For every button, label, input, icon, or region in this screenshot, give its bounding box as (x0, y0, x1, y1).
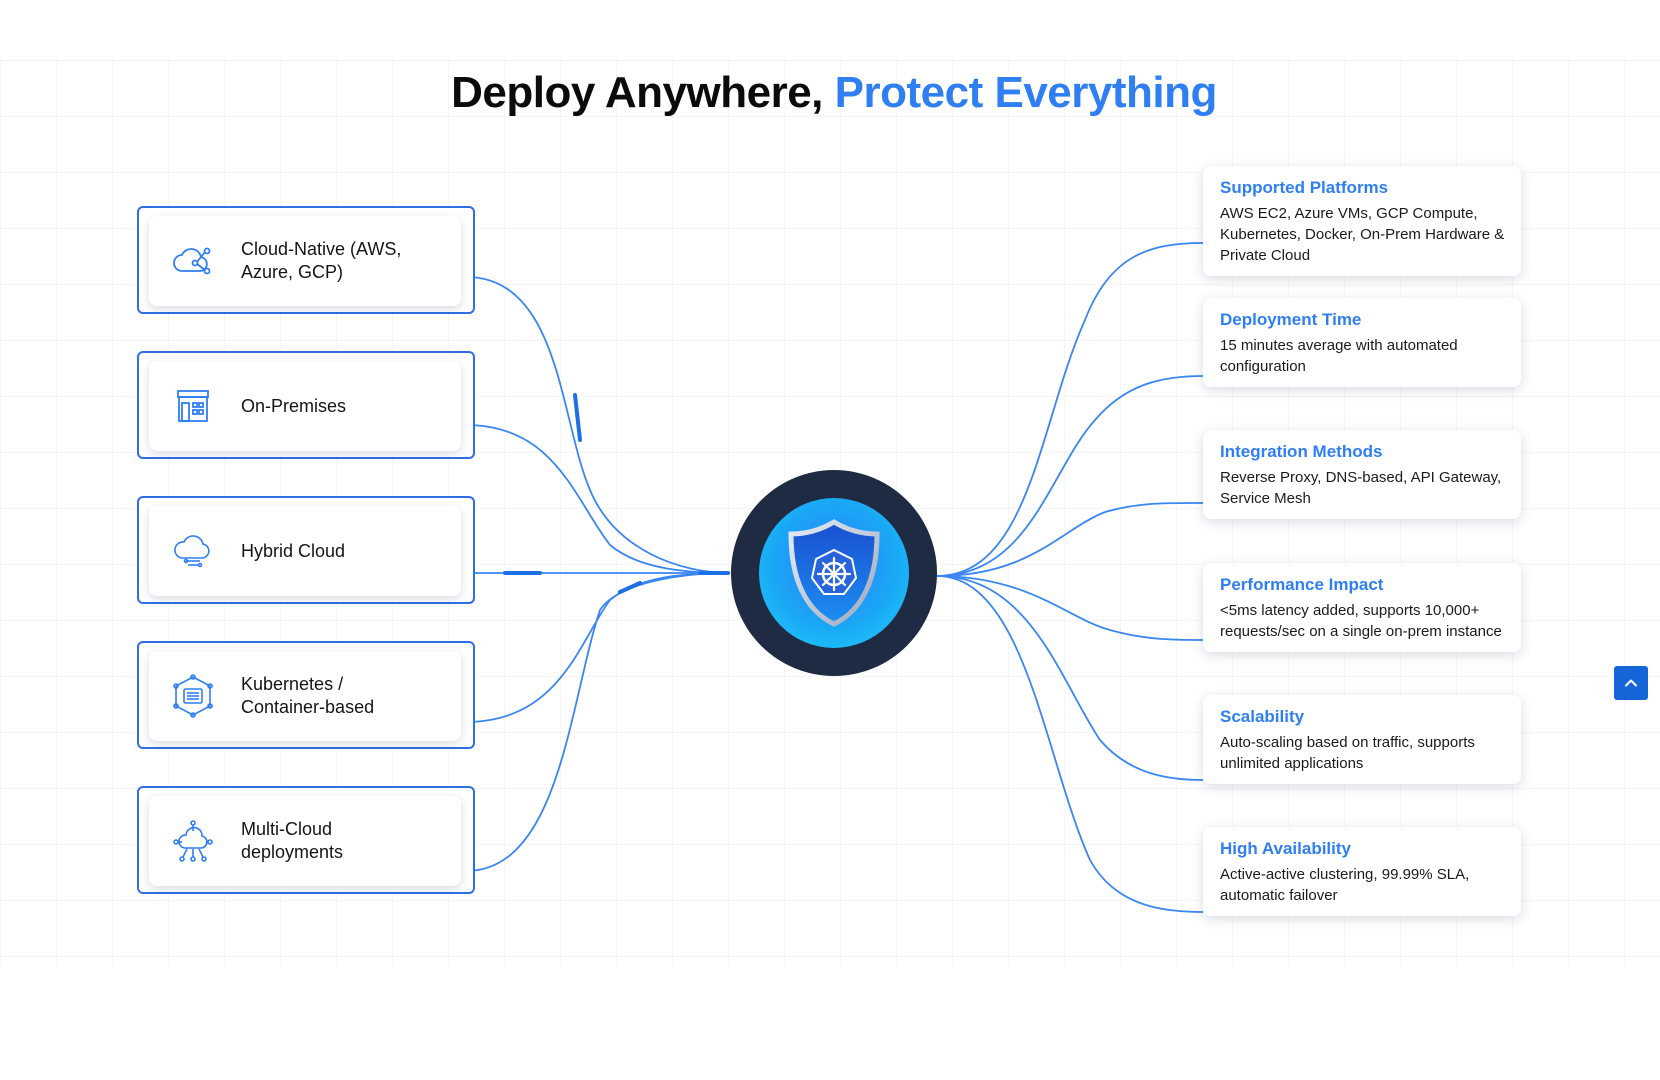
deployment-card-hybrid-cloud: Hybrid Cloud (137, 496, 475, 604)
feature-title: Scalability (1220, 707, 1305, 726)
feature-title: Integration Methods (1220, 442, 1383, 461)
deployment-card-multi-cloud: Multi-Cloud deployments (137, 786, 475, 894)
feature-body: <5ms latency added, supports 10,000+ req… (1220, 602, 1502, 640)
hub-inner-circle (759, 498, 909, 648)
page-title: Deploy Anywhere, Protect Everything (0, 68, 1660, 118)
feature-card-scalability: Scalability Auto-scaling based on traffi… (1203, 695, 1521, 784)
building-icon (169, 382, 217, 430)
feature-body: AWS EC2, Azure VMs, GCP Compute, Kuberne… (1220, 205, 1505, 264)
deployment-card-cloud-native: Cloud-Native (AWS, Azure, GCP) (137, 206, 475, 314)
deployment-label-multi-cloud: Multi-Cloud deployments (241, 819, 344, 862)
feature-body: Auto-scaling based on traffic, supports … (1220, 734, 1475, 772)
feature-title: High Availability (1220, 839, 1351, 858)
deployment-label-on-premises: On-Premises (241, 395, 347, 416)
feature-body: Active-active clustering, 99.99% SLA, au… (1220, 866, 1470, 904)
kubernetes-shield-icon (788, 519, 880, 627)
central-hub (731, 470, 937, 676)
feature-title: Performance Impact (1220, 575, 1384, 594)
connector-glow-3 (618, 581, 642, 594)
deployment-label-cloud-native: Cloud-Native (AWS, Azure, GCP) (241, 239, 402, 282)
connector-scalability (936, 575, 1204, 781)
connector-on-premises (465, 424, 731, 574)
connector-performance-impact (936, 575, 1204, 641)
title-main: Deploy Anywhere, (451, 68, 823, 117)
connector-kubernetes (465, 572, 731, 723)
multi-cloud-network-icon (169, 817, 217, 865)
connector-high-availability (936, 575, 1204, 913)
title-accent: Protect Everything (834, 68, 1218, 117)
deployment-card-kubernetes: Kubernetes / Container-based (137, 641, 475, 749)
feature-title: Supported Platforms (1220, 178, 1389, 197)
connector-supported-platforms (936, 242, 1204, 577)
feature-body: 15 minutes average with automated config… (1220, 337, 1458, 375)
feature-card-integration-methods: Integration Methods Reverse Proxy, DNS-b… (1203, 430, 1521, 519)
connector-integration-methods (936, 502, 1204, 577)
cloud-share-icon (169, 237, 217, 285)
back-to-top-button[interactable] (1614, 666, 1648, 700)
feature-card-performance-impact: Performance Impact <5ms latency added, s… (1203, 563, 1521, 652)
connector-multi-cloud (465, 572, 731, 872)
connector-glow-1 (573, 393, 582, 442)
feature-title: Deployment Time (1220, 310, 1362, 329)
deployment-label-hybrid-cloud: Hybrid Cloud (241, 540, 346, 561)
connector-deployment-time (936, 375, 1204, 577)
deployment-card-on-premises: On-Premises (137, 351, 475, 459)
hybrid-cloud-icon (169, 527, 217, 575)
kubernetes-cluster-icon (169, 672, 217, 720)
connector-cloud-native (465, 276, 731, 574)
feature-card-high-availability: High Availability Active-active clusteri… (1203, 827, 1521, 916)
feature-body: Reverse Proxy, DNS-based, API Gateway, S… (1220, 469, 1502, 507)
feature-card-deployment-time: Deployment Time 15 minutes average with … (1203, 298, 1521, 387)
feature-card-supported-platforms: Supported Platforms AWS EC2, Azure VMs, … (1203, 166, 1521, 276)
deployment-label-kubernetes: Kubernetes / Container-based (241, 674, 375, 717)
chevron-up-icon (1625, 679, 1637, 687)
